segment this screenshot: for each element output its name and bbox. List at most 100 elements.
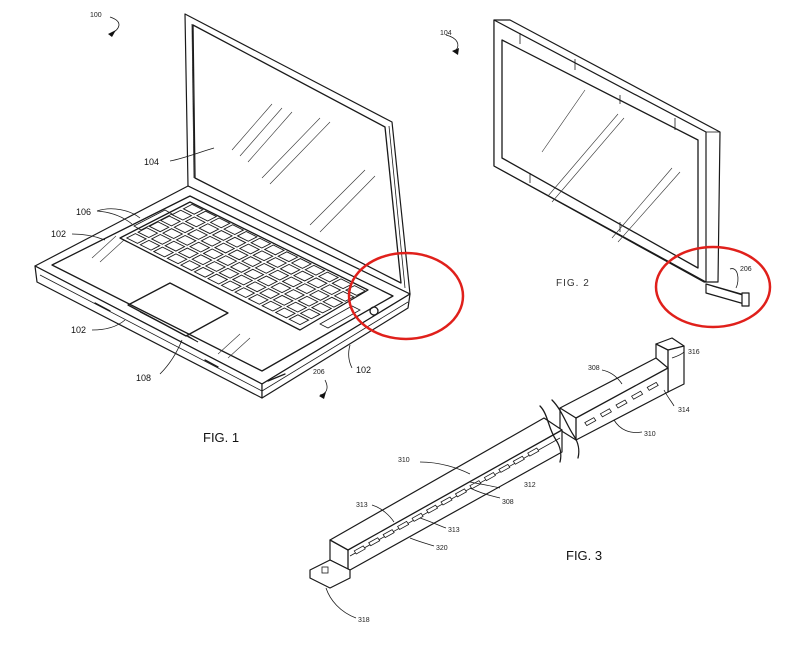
keyboard-key (322, 296, 344, 308)
contact-pin (584, 417, 597, 427)
keyboard-key (308, 290, 331, 301)
keyboard-key (223, 224, 245, 236)
fig2-display-panel (445, 19, 750, 307)
keyboard-key (186, 229, 209, 240)
keyboard-key (283, 289, 306, 300)
keyboard-key (306, 277, 328, 289)
contact-pin (599, 408, 612, 418)
keyboard-key (292, 270, 315, 282)
ref-206-fig2: 206 (740, 266, 752, 273)
power-button (369, 306, 379, 316)
keyboard-key (258, 288, 281, 299)
keyboard-key (218, 267, 240, 279)
keyboard-key (148, 221, 170, 233)
keyboard-key (182, 203, 204, 215)
keyboard-key (161, 228, 184, 239)
keyboard-key (195, 210, 218, 222)
contact-pin (454, 488, 468, 498)
ref-308-b: 308 (502, 499, 514, 506)
keyboard-key (254, 262, 276, 274)
contact-pin (425, 504, 439, 514)
keyboard-key (243, 268, 265, 280)
keyboard-key (281, 276, 303, 288)
keyboard-key (150, 234, 172, 245)
keyboard-key (175, 234, 197, 246)
keyboard-key (171, 209, 193, 221)
ref-310-b: 310 (398, 457, 410, 464)
keyboard-key (290, 258, 313, 269)
keyboard-key (209, 217, 231, 229)
keyboard-key (177, 247, 200, 259)
ref-102-a: 102 (51, 229, 66, 239)
ref-106: 106 (76, 207, 91, 217)
laptop-trackpad (127, 282, 229, 343)
keyboard-key (229, 262, 251, 273)
keyboard-key (227, 249, 249, 261)
contact-pin (397, 520, 410, 530)
keyboard-key (184, 216, 206, 228)
keyboard-key (238, 243, 261, 255)
keyboard-key (268, 269, 290, 281)
keyboard-key (202, 248, 224, 260)
contact-pin (411, 512, 424, 522)
keyboard-key (200, 235, 222, 247)
contact-pin (498, 463, 511, 473)
keyboard-key (207, 273, 229, 285)
ref-104: 104 (144, 157, 159, 167)
ref-104-fig2: 104 (440, 30, 452, 37)
keyboard-key (245, 281, 267, 293)
keyboard-key (261, 300, 283, 312)
fig2-caption: FIG. 2 (556, 278, 590, 289)
ref-316: 316 (688, 349, 700, 356)
keyboard-key (272, 294, 294, 306)
contact-pin (646, 381, 659, 391)
ref-314: 314 (678, 407, 690, 414)
keyboard-key (193, 266, 215, 278)
keyboard-key (198, 223, 220, 235)
keyboard-key (159, 215, 182, 227)
contact-pin (512, 455, 525, 465)
keyboard-key (125, 233, 148, 244)
laptop-display-lid (184, 13, 411, 295)
keyboard-key (211, 230, 234, 241)
keyboard-key (191, 254, 213, 266)
ref-320: 320 (436, 545, 448, 552)
ref-312: 312 (524, 482, 536, 489)
keyboard-key (189, 241, 211, 253)
ref-102-b: 102 (71, 325, 86, 335)
laptop-keyboard (119, 201, 369, 331)
keyboard-key (231, 274, 254, 286)
keyboard-key (241, 256, 263, 267)
keyboard-key (236, 230, 258, 242)
keyboard-key (274, 307, 297, 319)
keyboard-key (299, 308, 321, 320)
ref-100: 100 (90, 12, 102, 19)
ref-206-fig1: 206 (313, 369, 325, 376)
keyboard-key (252, 250, 274, 262)
fig3-caption: FIG. 3 (566, 548, 602, 563)
contact-pin (353, 545, 366, 555)
keyboard-key (247, 293, 269, 305)
reference-numerals: 100 104 106 102 102 102 108 206 104 206 … (51, 12, 752, 624)
fig3-connector-rail (309, 337, 685, 619)
contact-pin (483, 472, 496, 482)
contact-pin (631, 390, 644, 400)
contact-pin (615, 399, 628, 409)
keyboard-key (317, 271, 340, 283)
keyboard-key (320, 284, 342, 295)
ref-313-a: 313 (356, 502, 368, 509)
ref-318: 318 (358, 617, 370, 624)
keyboard-key (256, 275, 279, 287)
keyboard-key (250, 237, 272, 249)
keyboard-key (304, 264, 326, 276)
contact-pin (527, 447, 540, 457)
keyboard-key (225, 236, 247, 248)
keyboard-key (234, 287, 256, 299)
keyboard-key (164, 240, 186, 252)
ref-108: 108 (136, 373, 151, 383)
keyboard-key (166, 253, 188, 265)
keyboard-key (263, 244, 285, 256)
keyboard-key (179, 260, 202, 271)
keyboard-key (220, 280, 242, 292)
